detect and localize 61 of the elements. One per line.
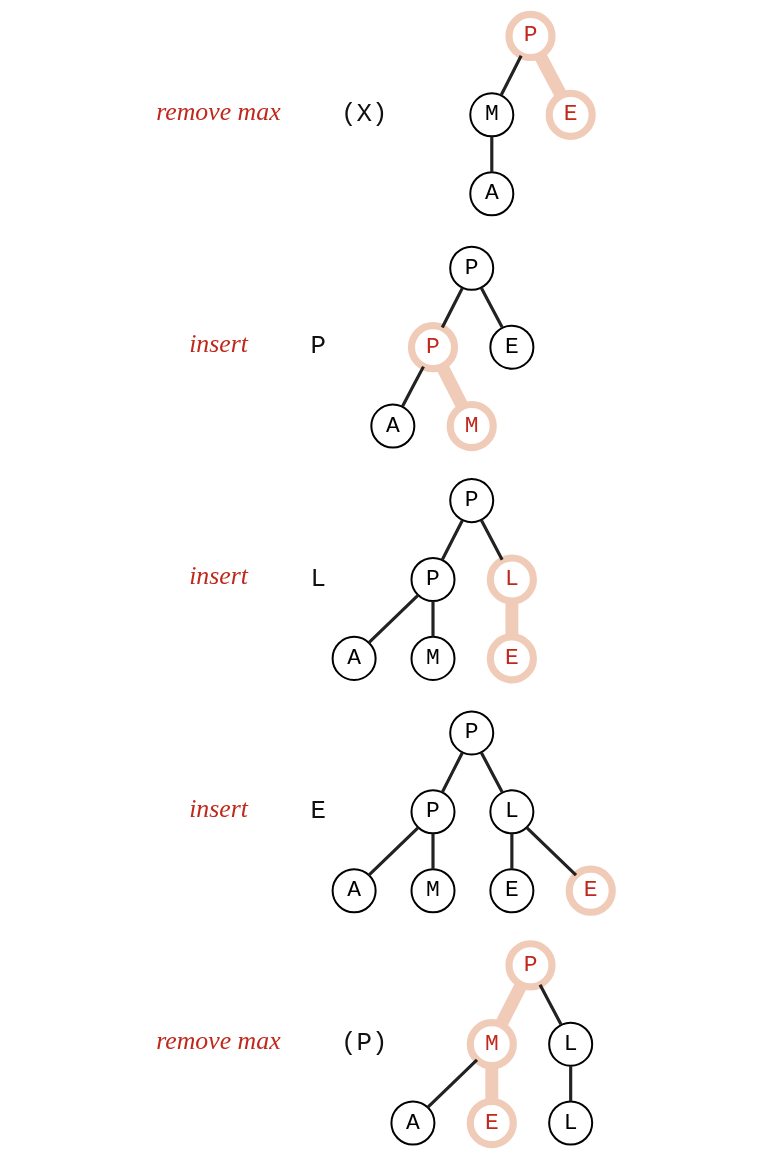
node-circle: E [565,865,616,916]
node-circle: P [449,710,495,756]
connector [367,826,420,877]
node-circle: E [545,89,596,140]
connector [479,751,504,793]
node-circle: L [489,789,535,835]
connector [431,601,435,637]
connector [490,136,494,172]
label: insert [189,793,248,823]
label: P [310,332,327,362]
label: insert [189,561,248,591]
connector [538,984,563,1026]
node-circle: M [446,400,497,452]
node-circle: A [390,1100,436,1146]
connector [426,1058,479,1109]
connector [367,594,420,644]
connector [401,365,425,407]
node-circle: E [466,1097,517,1149]
label: (X) [340,100,388,130]
node-circle: M [466,1019,517,1070]
node-circle: P [449,245,495,291]
label: insert [189,329,248,359]
node-circle: P [410,557,456,602]
connector [499,55,523,96]
connector [485,1065,499,1102]
connector [505,601,519,637]
connector [525,826,578,877]
label: (P) [340,1029,388,1059]
node-circle: M [410,635,456,681]
node-circle: L [548,1100,594,1146]
node-circle: A [469,171,515,217]
connector [479,519,504,561]
label: remove max [156,96,281,126]
node-circle: P [407,322,459,373]
node-circle: E [489,324,535,370]
connector [495,982,527,1028]
node-circle: E [489,868,535,914]
connector [440,752,464,793]
node-circle: L [548,1021,594,1067]
connector [534,52,567,98]
node-circle: P [505,940,556,991]
connector [431,833,435,869]
connector [436,364,469,410]
node-circle: E [486,633,537,684]
connector [440,519,464,561]
node-circle: M [410,868,456,914]
connector [479,287,504,329]
node-circle: P [449,478,495,524]
node-circle: A [331,868,377,914]
connector [510,833,514,869]
node-circle: M [469,92,515,138]
label: remove max [156,1026,281,1056]
label: E [310,797,327,827]
node-circle: A [370,403,416,449]
node-circle: L [486,554,537,605]
label: L [310,564,327,594]
connector [440,287,464,329]
node-circle: P [505,10,556,62]
node-circle: P [410,789,456,835]
connector [569,1065,573,1102]
node-circle: A [331,635,377,681]
